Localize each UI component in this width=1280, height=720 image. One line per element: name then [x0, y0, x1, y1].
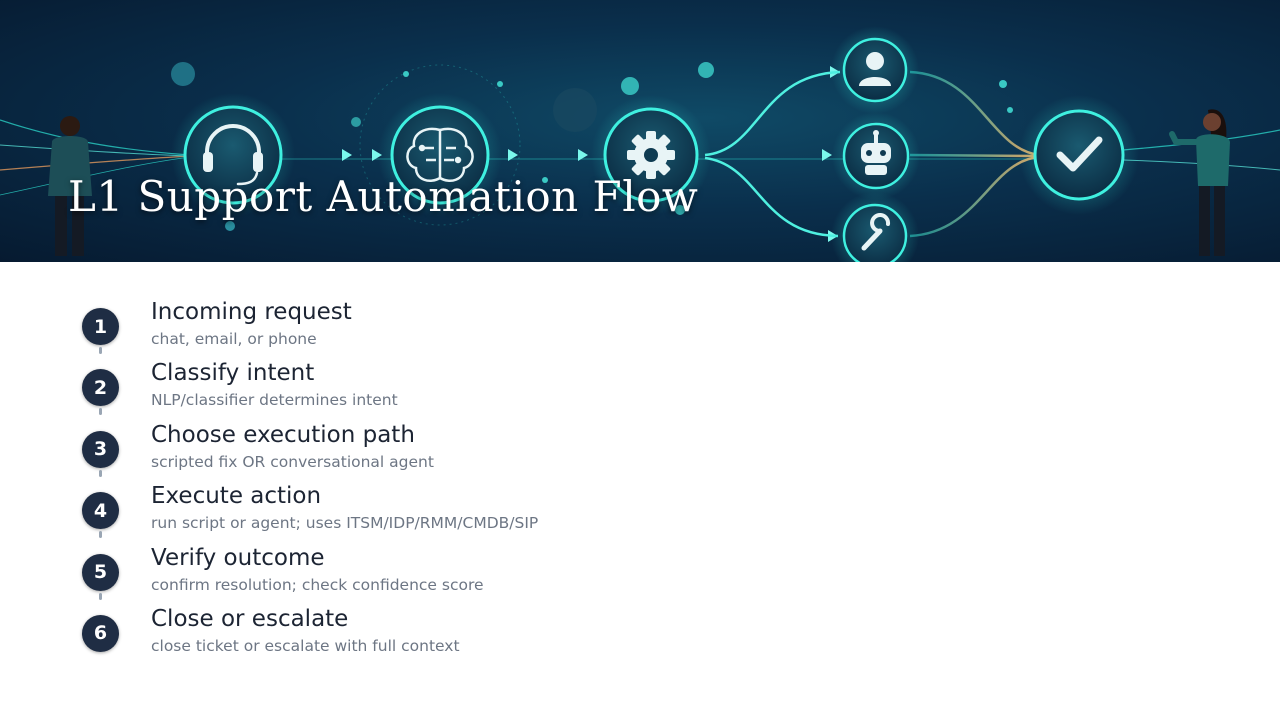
- step-number-badge: 3: [82, 430, 119, 468]
- step-item: 2 Classify intent NLP/classifier determi…: [80, 359, 780, 420]
- steps-list: 1 Incoming request chat, email, or phone…: [80, 298, 780, 666]
- check-node: [1019, 95, 1139, 215]
- person-right-figure: [1169, 109, 1230, 256]
- brain-circuit-icon: [406, 127, 474, 182]
- step-title: Incoming request: [151, 299, 352, 325]
- page-title: L1 Support Automation Flow: [68, 172, 699, 221]
- brain-node: [378, 93, 502, 217]
- wrench-node: [831, 192, 919, 262]
- step-item: 3 Choose execution path scripted fix OR …: [80, 421, 780, 482]
- step-number-badge: 6: [82, 614, 119, 652]
- user-icon: [859, 52, 891, 86]
- light-streaks-left: [0, 119, 191, 196]
- wrench-icon: [861, 213, 891, 251]
- step-title: Close or escalate: [151, 605, 349, 632]
- step-description: NLP/classifier determines intent: [151, 391, 398, 410]
- step-description: chat, email, or phone: [151, 330, 317, 348]
- headset-icon: [203, 124, 263, 186]
- step-connector: [99, 592, 102, 600]
- header-banner: L1 Support Automation Flow: [0, 0, 1280, 262]
- flow-illustration: [0, 26, 1280, 262]
- step-title: Verify outcome: [151, 544, 325, 571]
- step-item: 4 Execute action run script or agent; us…: [80, 482, 780, 543]
- user-node: [831, 26, 919, 114]
- gear-icon: [627, 131, 675, 179]
- step-connector: [99, 408, 102, 416]
- step-description: run script or agent; uses ITSM/IDP/RMM/C…: [151, 514, 539, 533]
- step-title: Execute action: [151, 483, 322, 510]
- person-left-figure: [48, 116, 92, 256]
- step-description: confirm resolution; check confidence sco…: [151, 575, 484, 594]
- headset-node: [171, 93, 295, 217]
- step-number-badge: 5: [82, 553, 119, 591]
- step-number-badge: 1: [82, 308, 119, 345]
- gear-node: [591, 95, 711, 215]
- step-connector: [99, 531, 102, 539]
- robot-icon: [861, 130, 891, 175]
- step-item: 6 Close or escalate close ticket or esca…: [80, 605, 780, 666]
- step-number-badge: 2: [82, 369, 119, 407]
- branch-paths: [704, 70, 1041, 238]
- step-number-badge: 4: [82, 492, 119, 530]
- particles: [171, 62, 1013, 231]
- step-connector: [99, 469, 102, 477]
- step-description: close ticket or escalate with full conte…: [151, 636, 460, 655]
- step-item: 1 Incoming request chat, email, or phone: [80, 298, 780, 359]
- robot-node: [832, 112, 920, 200]
- step-description: scripted fix OR conversational agent: [151, 452, 434, 471]
- step-title: Choose execution path: [151, 421, 415, 448]
- step-connector: [99, 347, 102, 354]
- step-title: Classify intent: [151, 360, 315, 387]
- checkmark-icon: [1056, 136, 1103, 172]
- step-item: 5 Verify outcome confirm resolution; che…: [80, 544, 780, 605]
